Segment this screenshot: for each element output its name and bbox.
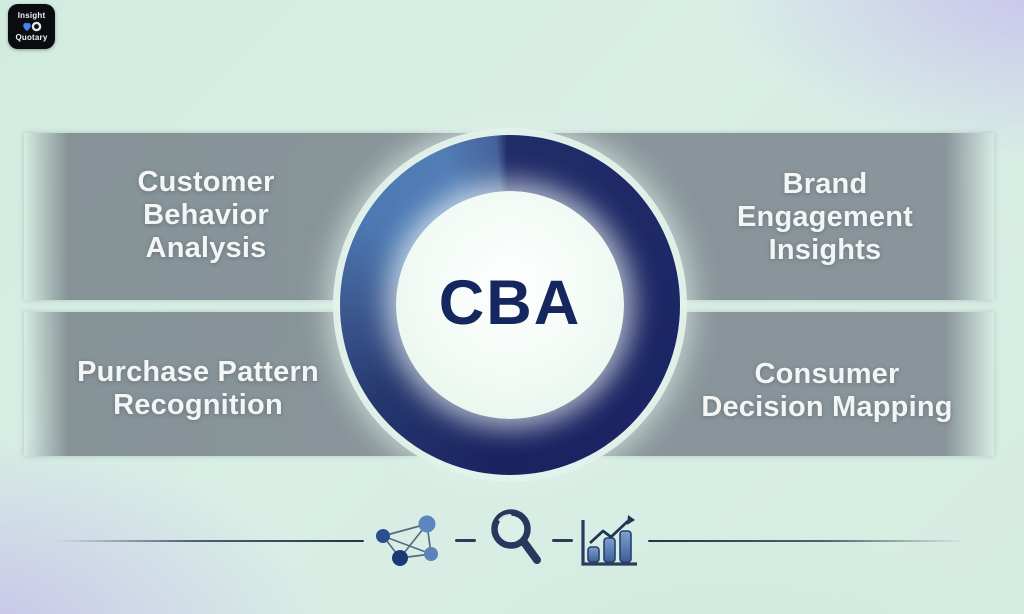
brand-badge-title: Insight xyxy=(17,11,46,20)
brand-badge: Insight Quotary xyxy=(8,4,55,49)
bar-chart-icon xyxy=(578,512,640,575)
brand-badge-subtitle: Quotary xyxy=(15,33,48,42)
network-icon xyxy=(374,512,444,575)
inner-circle: CBA xyxy=(396,191,624,419)
label-purchase-pattern-recognition: Purchase Pattern Recognition xyxy=(77,356,319,421)
dash-separator xyxy=(455,539,476,542)
infinity-logo-icon xyxy=(20,21,44,32)
acronym-text: CBA xyxy=(438,268,582,338)
label-brand-engagement-insights: Brand Engagement Insights xyxy=(736,168,914,266)
donut-ring: CBA xyxy=(340,135,680,475)
divider-line-left xyxy=(56,540,364,542)
divider-line-right xyxy=(648,540,966,542)
label-customer-behavior-analysis: Customer Behavior Analysis xyxy=(137,166,275,264)
dash-separator xyxy=(552,539,573,542)
label-consumer-decision-mapping: Consumer Decision Mapping xyxy=(701,358,953,423)
magnifier-icon xyxy=(486,506,544,575)
